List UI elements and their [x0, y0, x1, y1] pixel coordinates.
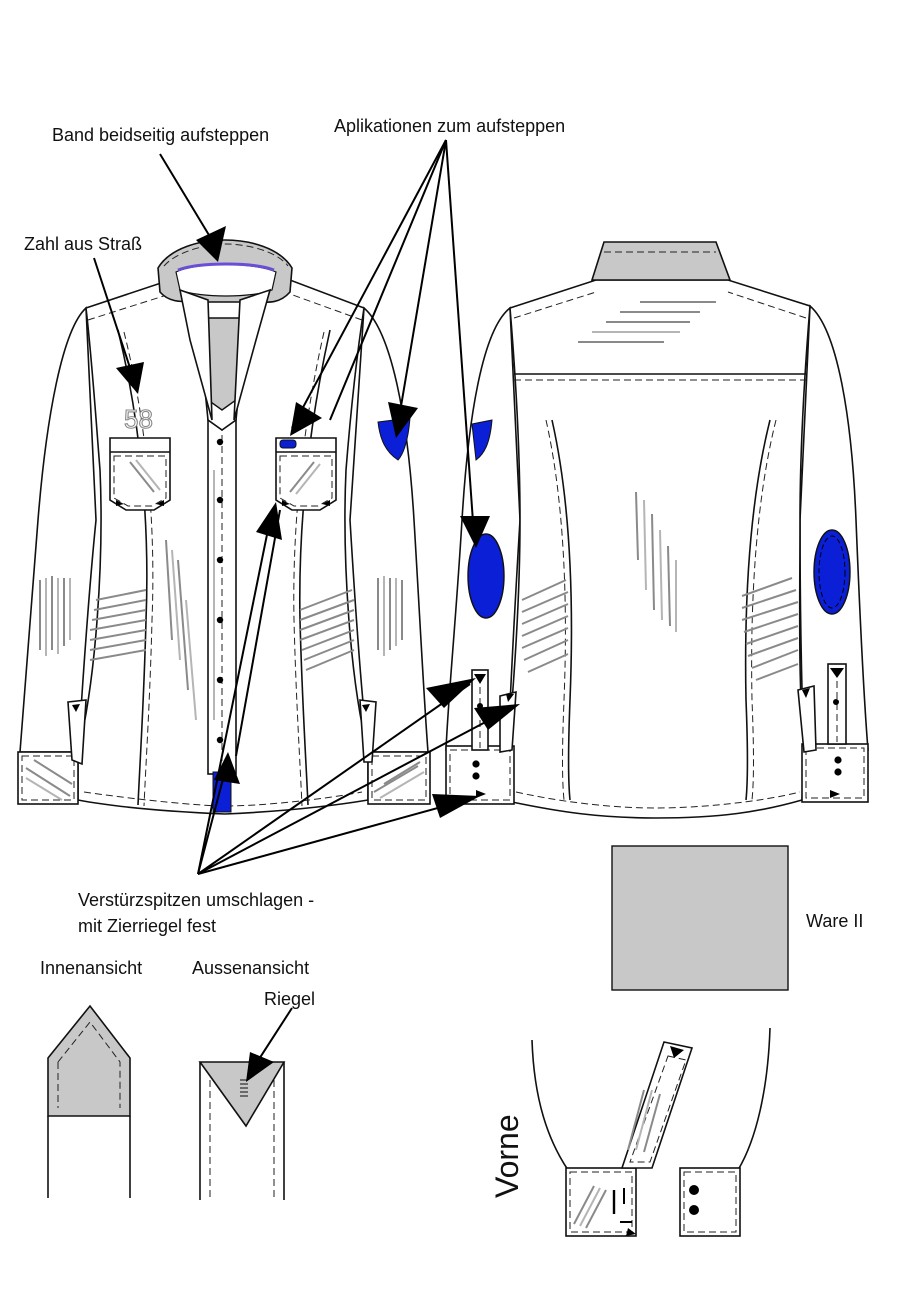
label-fabric: Ware II [806, 911, 863, 931]
cuff-detail-front [531, 1027, 771, 1237]
back-shoulder-applique [471, 419, 493, 461]
inner-view-detail [47, 1004, 131, 1198]
back-print-stripes [521, 301, 799, 681]
annotation-arrows [93, 139, 520, 875]
back-view-blouse [445, 241, 869, 819]
collar-band-tape [177, 262, 275, 272]
label-turn-tips-2: mit Zierriegel fest [78, 916, 216, 936]
back-body [507, 279, 811, 819]
back-left-elbow-patch [467, 533, 505, 619]
label-bartack: Riegel [264, 989, 315, 1009]
back-right-cuff [797, 663, 869, 803]
left-chest-pocket [109, 437, 171, 511]
label-front: Vorne [489, 1114, 525, 1198]
label-applications: Aplikationen zum aufsteppen [334, 116, 565, 136]
pocket-applique [279, 439, 297, 449]
label-number: Zahl aus Straß [24, 234, 142, 254]
outer-view-detail [198, 1007, 293, 1200]
back-collar [590, 241, 732, 281]
front-left-cuff [17, 699, 87, 805]
right-chest-pocket [275, 437, 337, 511]
label-turn-tips-1: Verstürzspitzen umschlagen - [78, 890, 314, 910]
back-right-sleeve [799, 304, 869, 753]
rhinestone-number: 58 [124, 404, 153, 434]
front-print-stripes [39, 470, 403, 721]
label-band: Band beidseitig aufsteppen [52, 125, 269, 145]
back-right-elbow-patch [813, 529, 851, 615]
fabric-swatch [611, 845, 789, 991]
label-outer-view: Aussenansicht [192, 958, 309, 978]
placket-buttons [216, 438, 224, 744]
front-left-sleeve [19, 306, 97, 753]
label-inner-view: Innenansicht [40, 958, 142, 978]
front-right-sleeve [349, 306, 429, 753]
